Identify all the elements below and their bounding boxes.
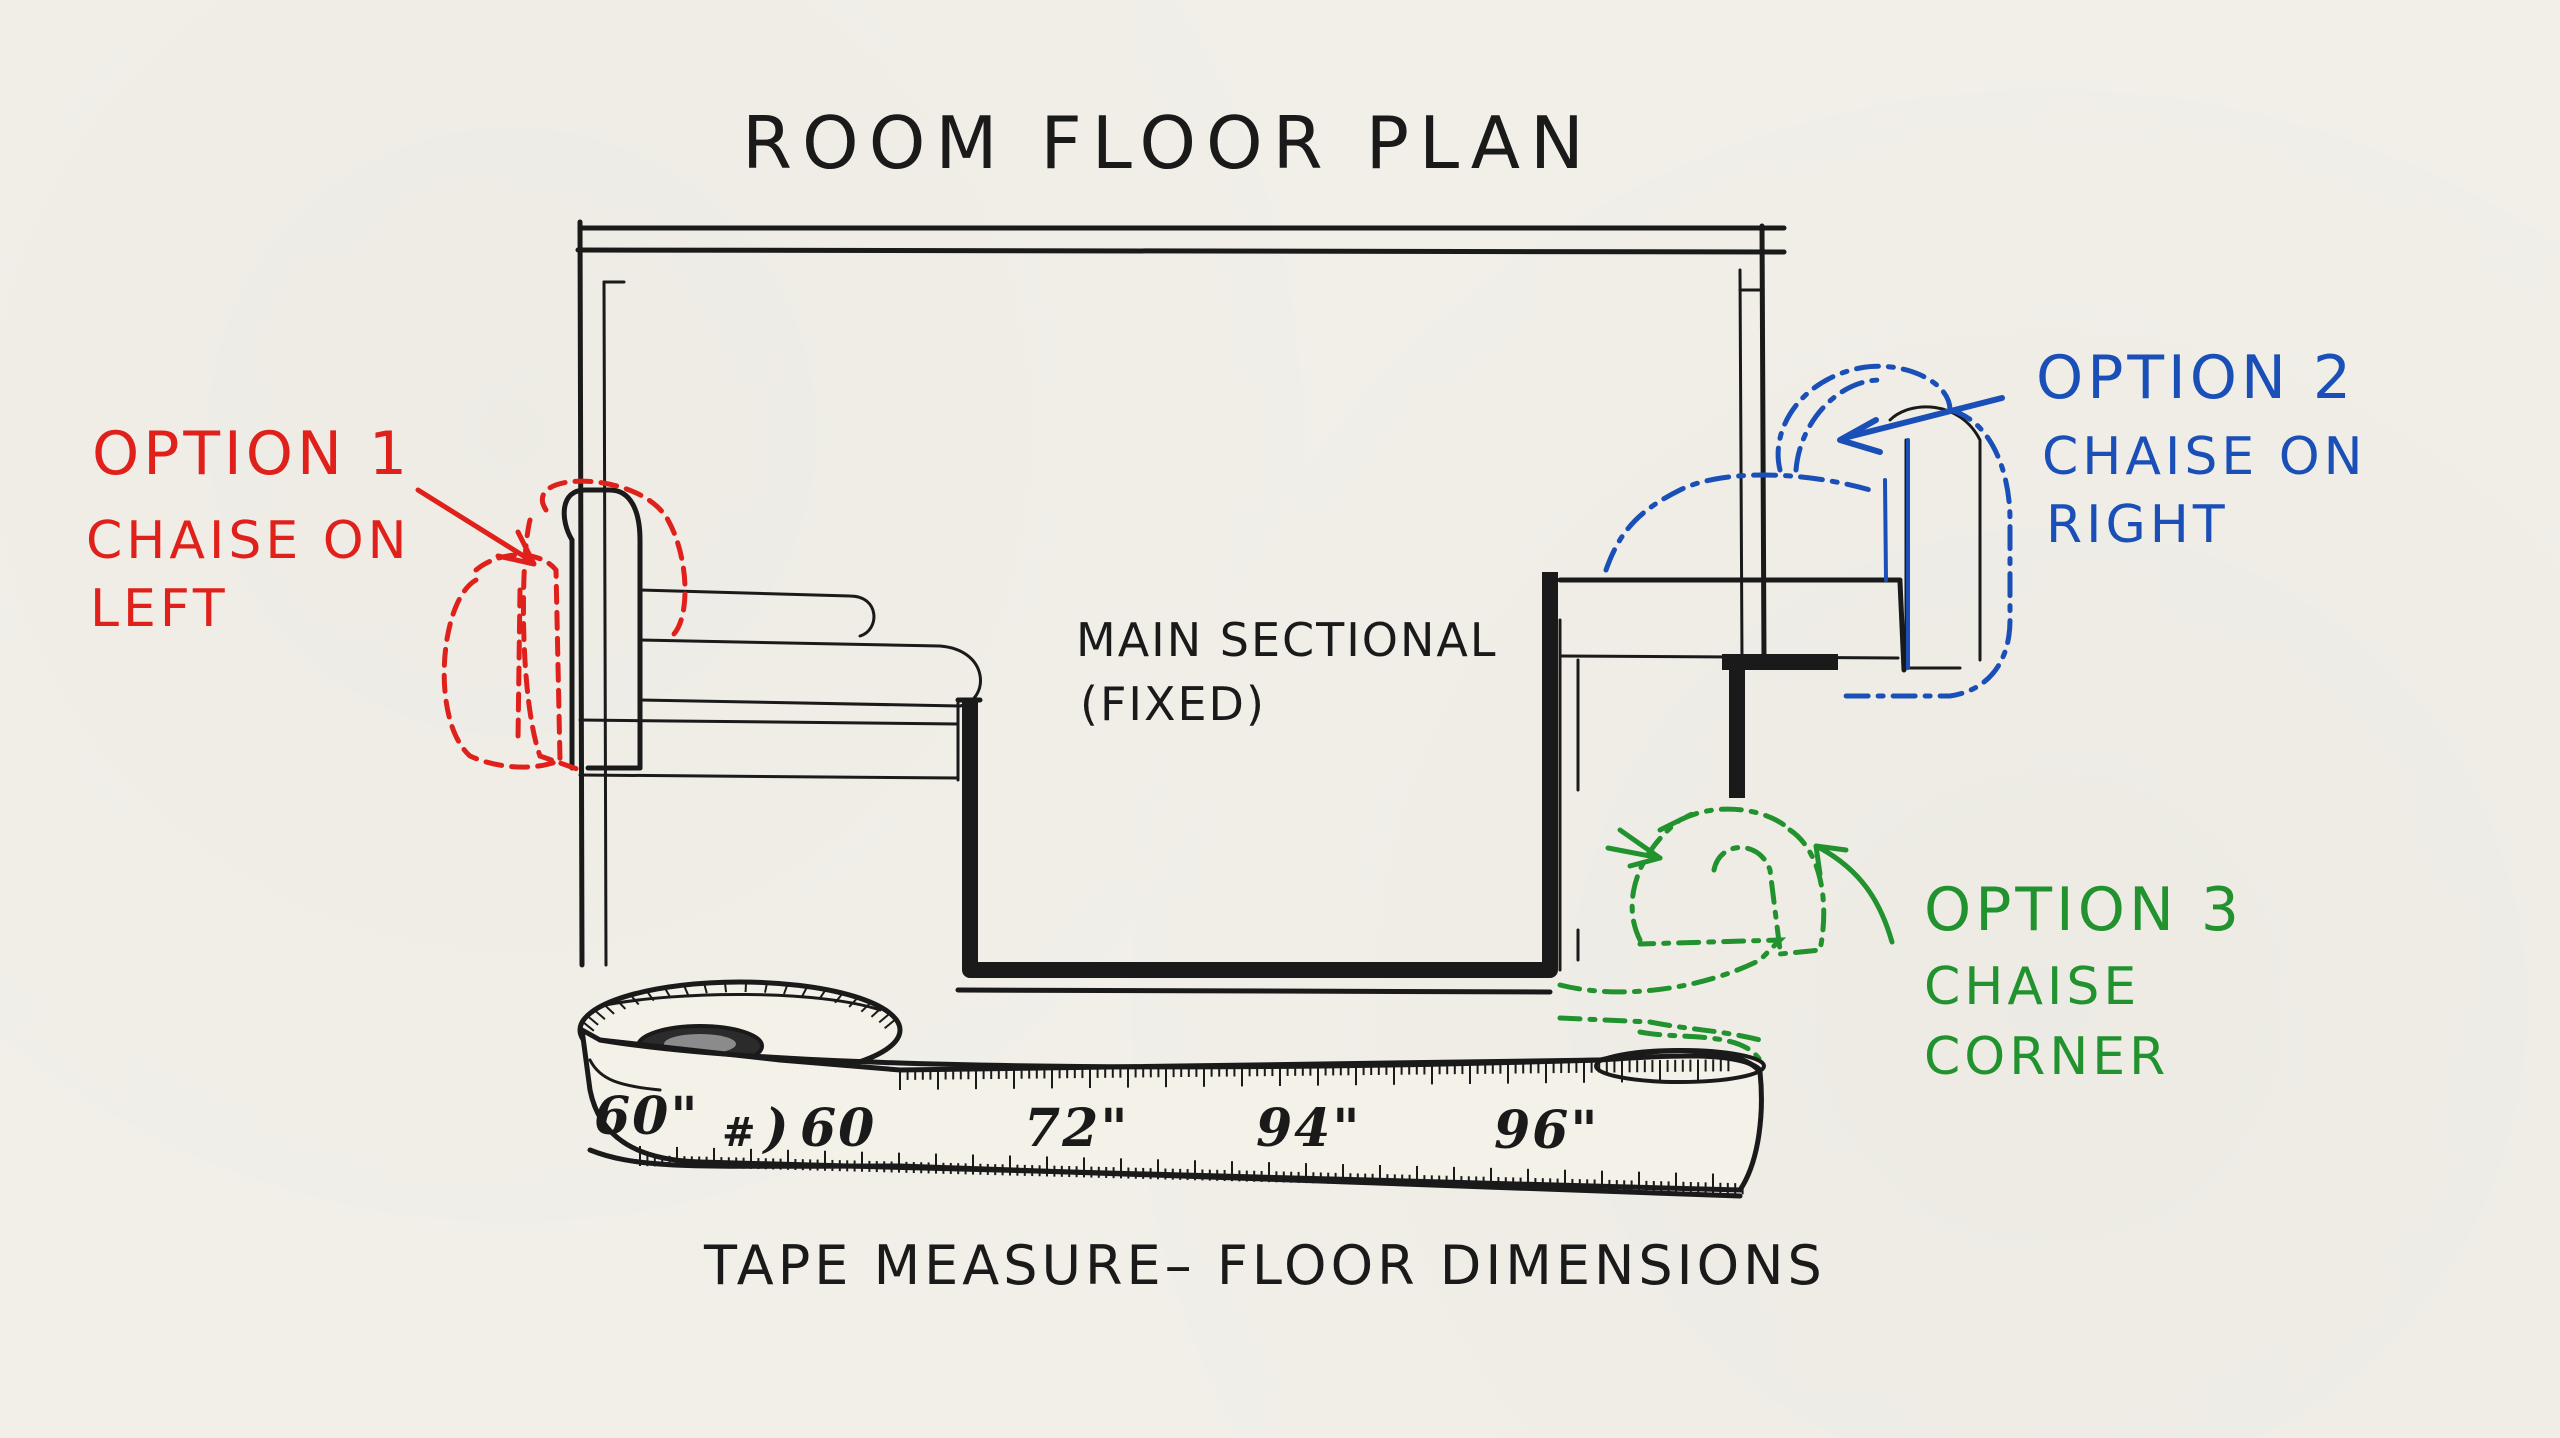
tape-mark-label: ) [762,1098,791,1159]
tape-tick [631,995,640,1006]
tape-tick [724,984,728,993]
tape-tick [783,985,788,995]
tape-mark-label: 60 [800,1098,876,1159]
tape-mark-label: 60" [594,1086,699,1147]
tape-mark-label: 72" [1024,1098,1129,1159]
tape-tick [801,987,808,997]
option-3-heading: OPTION 3 [1924,875,2243,945]
tape-tick [583,1022,595,1032]
main-sectional-label: MAIN SECTIONAL (FIXED) [1076,613,1498,731]
tape-tick [884,1019,896,1030]
option-2-heading: OPTION 2 [2036,343,2355,413]
room-walls [575,219,1787,968]
left-sofa [561,487,982,782]
option-1-label: OPTION 1 CHAISE ON LEFT [86,419,411,639]
option-3-line1: CHAISE [1924,957,2140,1017]
tape-caption: TAPE MEASURE– FLOOR DIMENSIONS [703,1234,1826,1297]
tape-bottom-ticks [639,1146,1744,1195]
tape-measure [577,979,1766,1199]
tape-tick [848,998,858,1008]
tape-mark-label: 94" [1256,1098,1361,1159]
tape-tick [616,1000,627,1010]
tape-tick [664,988,672,998]
tape-tick [818,990,826,1000]
tape-tick [595,1010,606,1020]
option-2-line1: CHAISE ON [2042,427,2367,487]
option-1-line2: LEFT [90,579,229,639]
option-3-line2: CORNER [1924,1027,2169,1087]
tape-top-ticks [583,983,1730,1090]
option-2-line2: RIGHT [2046,495,2229,555]
option-3-label: OPTION 3 CHAISE CORNER [1924,875,2243,1087]
option-1-heading: OPTION 1 [92,419,411,489]
page-title: ROOM FLOOR PLAN [742,101,1594,185]
tape-tick [703,984,708,994]
tape-tick [647,992,655,1002]
tape-tick [683,986,690,996]
tape-tick [604,1005,615,1015]
tape-tick [834,994,843,1004]
tape-symbol: # [722,1109,758,1156]
main-sectional-outline [955,572,1558,995]
tape-labels: 60" # ) 60 72" 94" 96" [594,1086,1599,1161]
option-1-chaise-outline [415,478,688,773]
tape-tick [870,1008,881,1018]
option-2-label: OPTION 2 CHAISE ON RIGHT [2036,343,2367,555]
tape-tick [860,1002,871,1013]
tape-mark-label: 96" [1494,1100,1599,1161]
option-1-line1: CHAISE ON [86,511,411,571]
tape-tick [764,984,768,993]
option-2-chaise-outline [1603,363,2013,699]
option-3-chaise-outline [1557,806,1895,1063]
main-sectional-title: MAIN SECTIONAL [1076,613,1498,667]
tape-tick [587,1016,599,1026]
tape-tick [878,1013,890,1024]
main-sectional-subtitle: (FIXED) [1080,677,1266,731]
